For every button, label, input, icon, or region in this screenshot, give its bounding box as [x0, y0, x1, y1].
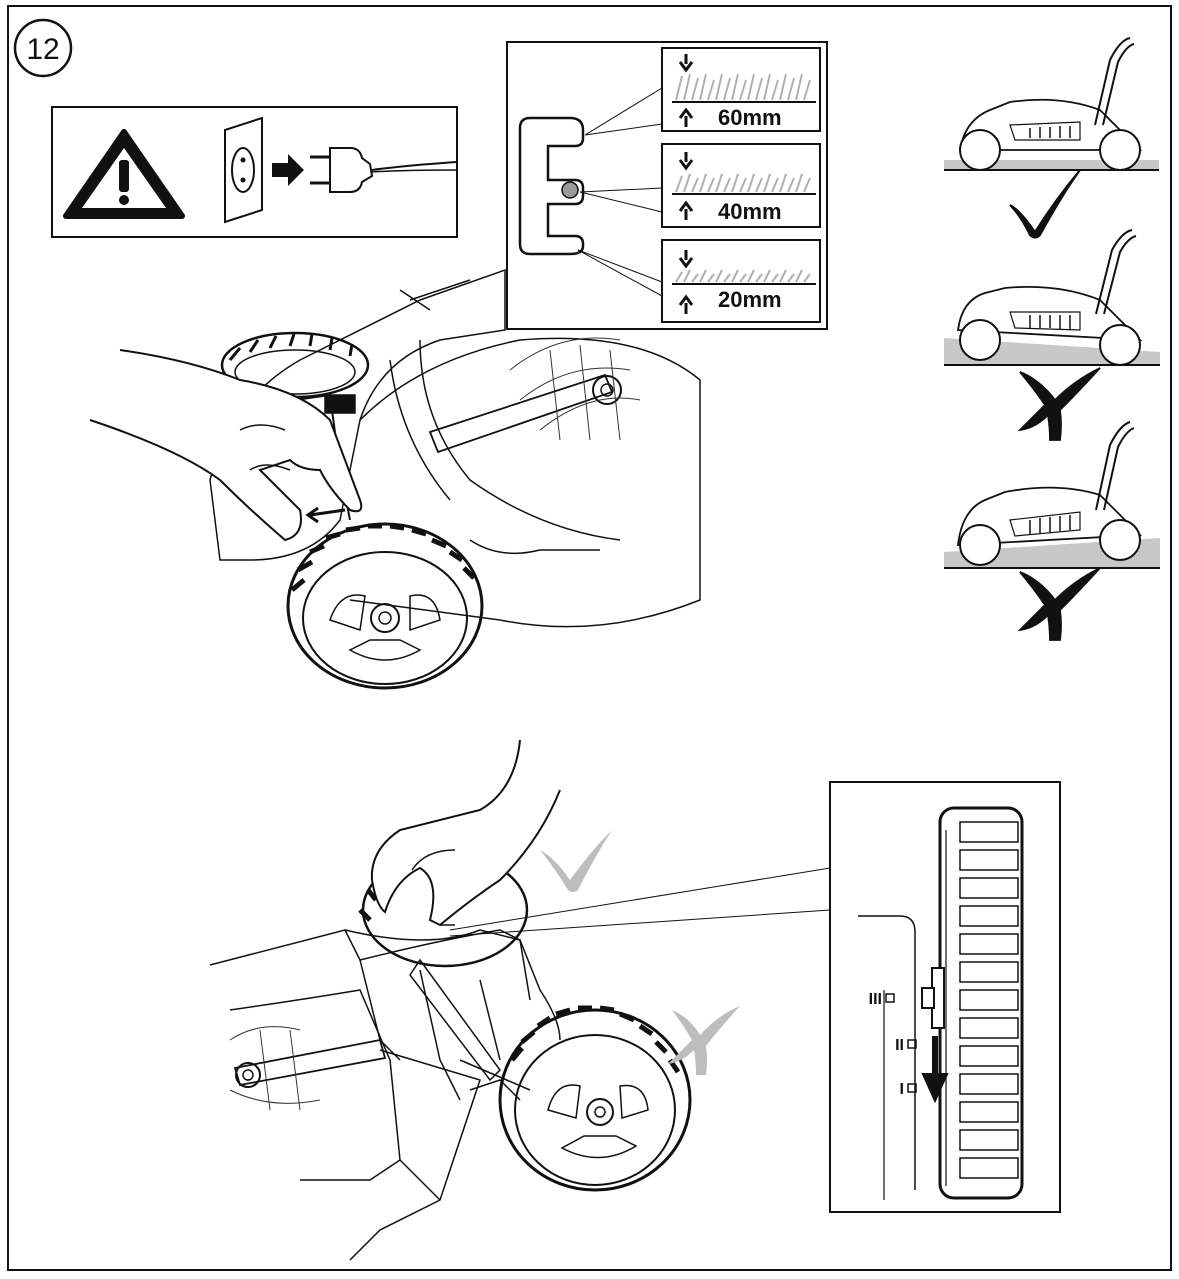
mower-top-illustration	[89, 268, 701, 690]
step-number-badge: 12	[13, 18, 73, 78]
down-arrow-icon	[921, 1036, 949, 1104]
warning-box	[51, 106, 458, 238]
page-frame	[7, 5, 1172, 1271]
scale-mark-2: II	[895, 1037, 904, 1054]
wheel-zoom-panel: III II I	[829, 781, 1061, 1213]
warning-triangle-icon	[63, 129, 185, 219]
cross-mark-icon	[1017, 367, 1101, 441]
cross-mark-icon	[1017, 567, 1101, 641]
cutting-height-panel: 60mm 40mm 20mm	[506, 41, 828, 330]
check-mark-icon	[1009, 169, 1081, 239]
mower-level-front-low	[944, 229, 1160, 441]
bottom-front-wheel	[498, 1005, 692, 1192]
mower-level-correct	[944, 37, 1159, 239]
height-20mm-panel: 20mm	[661, 239, 821, 323]
scale-mark-1: I	[900, 1081, 904, 1098]
step-number: 12	[26, 33, 59, 66]
front-wheel	[286, 522, 484, 690]
height-40mm-panel: 40mm	[661, 143, 821, 228]
height-label-60: 60mm	[718, 105, 782, 130]
scale-mark-3: III	[869, 991, 882, 1008]
light-cross-mark-icon	[668, 1006, 740, 1075]
mower-level-comparison	[944, 37, 1160, 641]
lever-position-dot	[561, 181, 579, 199]
height-60mm-panel: 60mm	[661, 47, 821, 132]
unplug-icon	[272, 147, 457, 193]
height-lever-gate	[518, 116, 585, 256]
mower-bottom-illustration	[209, 739, 692, 1261]
height-label-40: 40mm	[718, 199, 782, 224]
wall-socket-icon	[224, 116, 263, 224]
wheel-tread	[945, 821, 1019, 1186]
mower-level-rear-low	[944, 421, 1160, 641]
light-check-mark-icon	[540, 830, 612, 892]
height-label-20: 20mm	[718, 287, 782, 312]
